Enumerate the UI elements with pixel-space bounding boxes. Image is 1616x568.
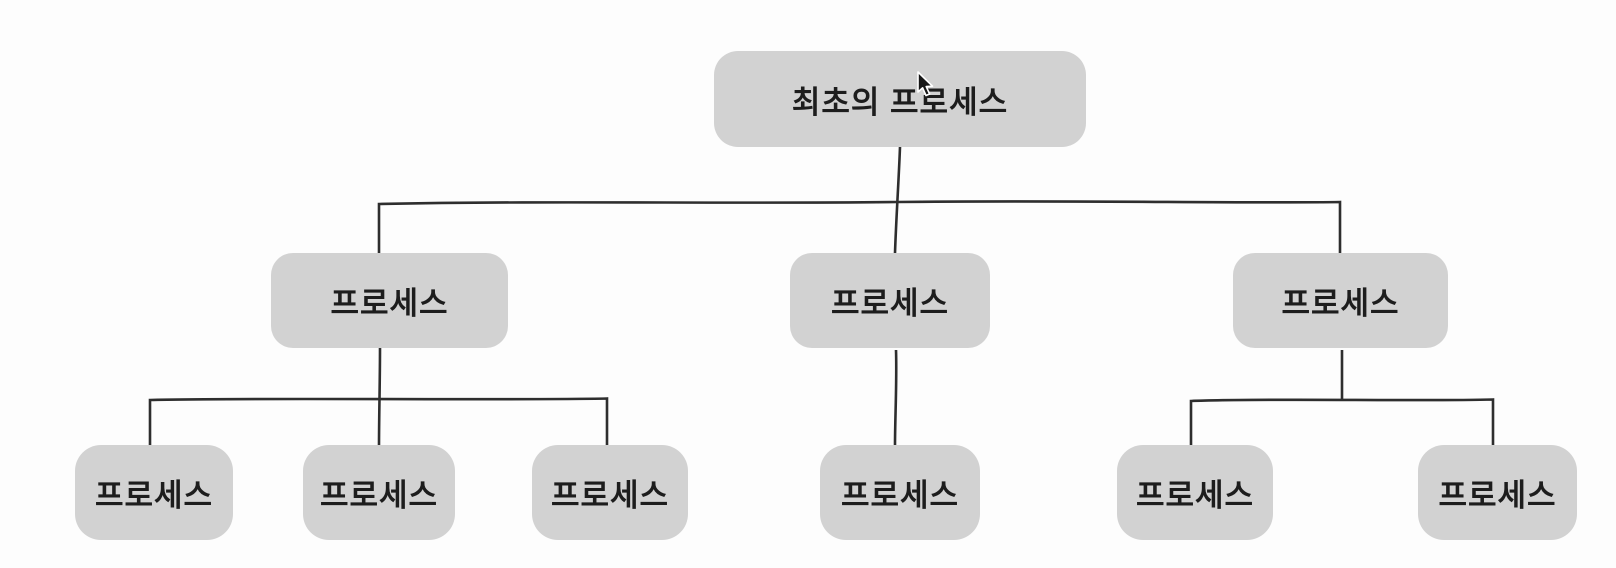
edge-left-stem [377, 347, 382, 446]
node-process-level2-right: 프로세스 [1233, 253, 1448, 348]
node-process-level3-middle-1: 프로세스 [820, 445, 980, 540]
node-process-level3-right-2: 프로세스 [1418, 445, 1577, 540]
node-process-level3-left-3: 프로세스 [532, 445, 688, 540]
node-process-level2-left: 프로세스 [271, 253, 508, 348]
edge-right-bar [1189, 398, 1495, 445]
node-process-level3-left-2: 프로세스 [303, 445, 455, 540]
edge-root-to-middle [893, 146, 902, 254]
node-process-level3-right-1: 프로세스 [1117, 445, 1273, 540]
node-initial-process: 최초의 프로세스 [714, 51, 1086, 147]
node-process-level2-middle: 프로세스 [790, 253, 990, 348]
node-process-level3-left-1: 프로세스 [75, 445, 233, 540]
edge-root-bar [377, 200, 1342, 253]
edge-left-bar [148, 397, 609, 445]
edge-middle-stem [893, 349, 898, 446]
